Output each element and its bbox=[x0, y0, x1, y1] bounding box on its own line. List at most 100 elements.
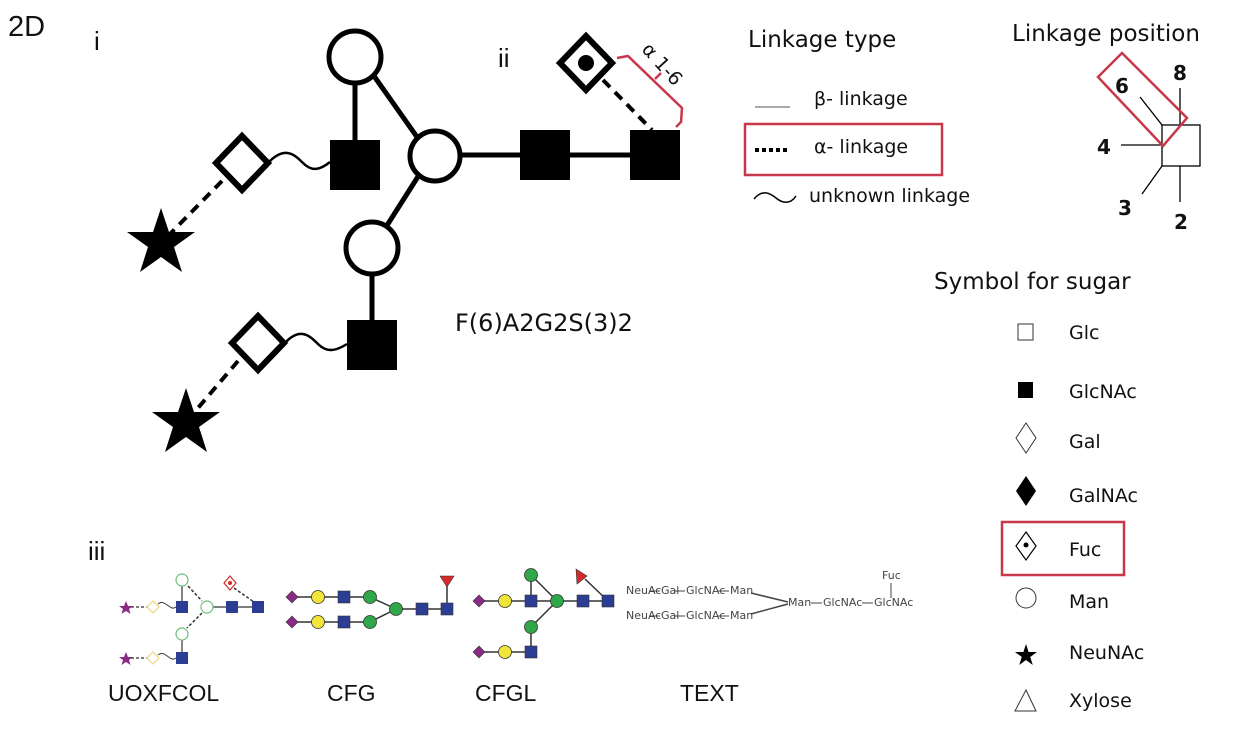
bond-alpha-fucose bbox=[601, 78, 654, 132]
cfg-glcnac bbox=[440, 602, 454, 616]
linkage-type-legend bbox=[743, 106, 944, 203]
text-lower-glcnac: GlcNAc bbox=[686, 609, 726, 622]
uoxfcol-man-lower bbox=[175, 627, 189, 641]
unknown-linkage-line bbox=[753, 192, 797, 203]
text-core-man: Man bbox=[788, 596, 812, 609]
sugar-legend-heading: Symbol for sugar bbox=[934, 269, 1131, 295]
text-lower-neuac: NeuAc bbox=[626, 609, 662, 622]
text-branch-fuc: Fuc bbox=[882, 569, 901, 582]
cfgl-neuac bbox=[472, 645, 486, 659]
bond-alpha-upper bbox=[166, 179, 224, 238]
text-lower-gal: Gal bbox=[661, 609, 680, 622]
beta-linkage-label: β- linkage bbox=[814, 88, 908, 110]
sugar-label-galnac: GalNAc bbox=[1069, 485, 1138, 507]
man-core bbox=[407, 128, 463, 184]
cfg-gal bbox=[311, 615, 325, 629]
sugar-label-man: Man bbox=[1069, 591, 1110, 613]
format-label-text: TEXT bbox=[680, 680, 739, 706]
text-core-glcnac-1: GlcNAc bbox=[823, 596, 863, 609]
fucose-symbol bbox=[555, 31, 617, 95]
uoxfcol-gal bbox=[146, 600, 160, 614]
cfg-glcnac bbox=[415, 602, 429, 616]
uoxfcol-structure bbox=[119, 573, 264, 665]
uoxfcol-neuac bbox=[119, 601, 133, 614]
alpha-highlight-box bbox=[743, 122, 944, 177]
cfgl-glcnac bbox=[524, 645, 538, 659]
unknown-linkage-label: unknown linkage bbox=[809, 185, 971, 207]
cfgl-fuc bbox=[575, 568, 588, 585]
cfgl-glcnac bbox=[524, 594, 538, 608]
bond-man-core-to-man-lower bbox=[383, 173, 422, 229]
bond-man-core-to-man-upper bbox=[371, 74, 420, 139]
glcnac-icon bbox=[1018, 382, 1033, 398]
linkage-type-heading: Linkage type bbox=[748, 27, 897, 53]
sugar-label-glcnac: GlcNAc bbox=[1069, 381, 1137, 403]
fuc-icon bbox=[1015, 530, 1037, 562]
neunac-star-lower bbox=[152, 388, 220, 452]
cfgl-gal bbox=[498, 645, 512, 659]
cfgl-man bbox=[550, 594, 564, 608]
glcnac-core-2 bbox=[630, 130, 680, 180]
format-label-cfgl: CFGL bbox=[475, 680, 537, 706]
position-6-highlight bbox=[1096, 51, 1189, 148]
uoxfcol-gal bbox=[146, 651, 160, 665]
cfg-glcnac bbox=[337, 590, 351, 604]
cfg-neuac bbox=[285, 615, 299, 629]
cfgl-neuac bbox=[472, 594, 486, 608]
sugar-legend-icons bbox=[1000, 323, 1126, 712]
cfg-structure bbox=[285, 575, 455, 629]
linkage-position-diagram bbox=[1096, 51, 1201, 202]
uoxfcol-man-core bbox=[200, 600, 214, 614]
cfgl-glcnac bbox=[601, 594, 615, 608]
position-3-label: 3 bbox=[1118, 196, 1132, 220]
cfg-man bbox=[363, 590, 377, 604]
bond-alpha-lower bbox=[190, 359, 240, 417]
man-upper bbox=[326, 28, 384, 86]
uoxfcol-glcnac bbox=[226, 601, 238, 613]
glycan-formula: F(6)A2G2S(3)2 bbox=[455, 309, 633, 337]
sugar-label-gal: Gal bbox=[1069, 431, 1101, 453]
glycan-structure bbox=[127, 28, 684, 452]
glcnac-core-1 bbox=[520, 130, 570, 180]
sub-label-ii: ii bbox=[498, 43, 510, 73]
sugar-label-xylose: Xylose bbox=[1069, 690, 1132, 712]
cfg-gal bbox=[311, 590, 325, 604]
neunac-icon bbox=[1015, 644, 1037, 665]
glcnac-lower-arm bbox=[347, 320, 397, 370]
position-6-line bbox=[1139, 96, 1163, 126]
xylose-icon bbox=[1014, 688, 1037, 712]
cfg-glcnac bbox=[337, 615, 351, 629]
linkage-position-heading: Linkage position bbox=[1012, 21, 1200, 47]
fuc-highlight-box bbox=[1000, 520, 1126, 577]
sugar-label-fuc: Fuc bbox=[1069, 539, 1102, 561]
text-lower-man: Man bbox=[730, 609, 754, 622]
cfgl-gal bbox=[498, 594, 512, 608]
alpha-linkage-label: α- linkage bbox=[814, 136, 909, 158]
gal-icon bbox=[1015, 422, 1037, 454]
cfgl-man bbox=[524, 568, 538, 582]
uoxfcol-neuac bbox=[119, 652, 133, 665]
sugar-label-glc: Glc bbox=[1069, 322, 1100, 344]
cfg-neuac bbox=[285, 590, 299, 604]
uoxfcol-glcnac bbox=[176, 652, 188, 664]
format-label-cfg: CFG bbox=[327, 680, 376, 706]
uoxfcol-glcnac bbox=[252, 601, 264, 613]
position-square bbox=[1161, 124, 1201, 167]
glc-icon bbox=[1017, 323, 1034, 341]
sub-label-i: i bbox=[94, 26, 100, 56]
text-upper-glcnac: GlcNAc bbox=[686, 584, 726, 597]
cfgl-man bbox=[524, 620, 538, 634]
alpha-bracket bbox=[616, 54, 684, 128]
bond-unknown-upper bbox=[267, 151, 331, 171]
text-upper-man: Man bbox=[730, 584, 754, 597]
gal-upper bbox=[211, 131, 273, 195]
cfg-fuc bbox=[439, 575, 455, 588]
text-notation-connectors bbox=[650, 583, 892, 617]
position-6-label: 6 bbox=[1115, 74, 1129, 98]
position-2-label: 2 bbox=[1174, 210, 1188, 234]
bond-unknown-lower bbox=[283, 332, 348, 352]
uoxfcol-man-upper bbox=[175, 573, 189, 587]
text-upper-neuac: NeuAc bbox=[626, 584, 662, 597]
text-core-glcnac-2: GlcNAc bbox=[874, 596, 914, 609]
man-lower bbox=[343, 219, 401, 277]
